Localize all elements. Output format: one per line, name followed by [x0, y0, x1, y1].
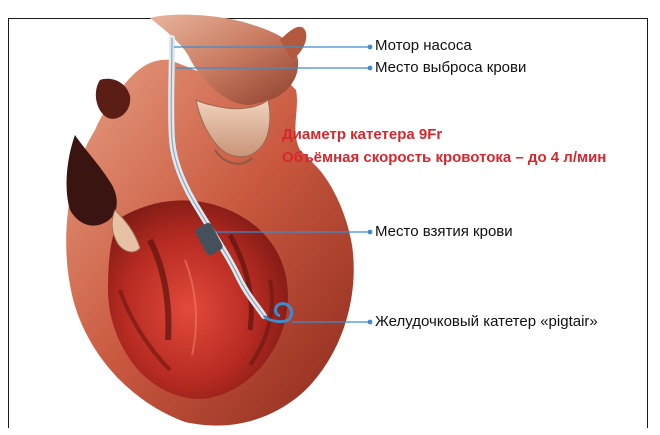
label-pump-motor: Мотор насоса [375, 37, 472, 55]
label-blood-outflow: Место выброса крови [375, 59, 526, 77]
label-pigtail: Желудочковый катетер «pigtair» [375, 313, 598, 331]
label-blood-inflow: Место взятия крови [375, 223, 513, 241]
spec-diameter: Диаметр катетера 9Fr [282, 125, 442, 145]
spec-flow-rate: Объёмная скорость кровотока – до 4 л/мин [282, 148, 606, 168]
